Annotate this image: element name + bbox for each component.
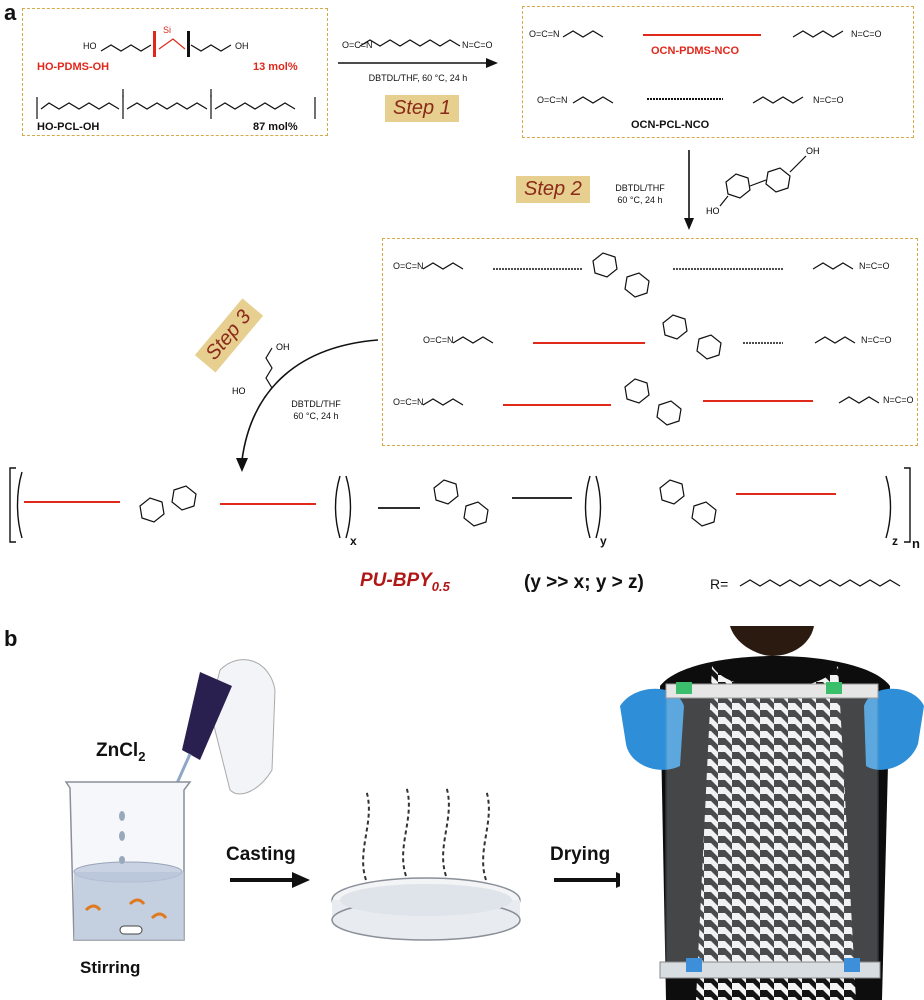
pcl-diol-label: HO-PCL-OH — [37, 121, 100, 133]
pdms-diol-label: HO-PDMS-OH — [37, 61, 110, 73]
polymer-relation: (y >> x; y > z) — [524, 572, 644, 593]
petri-dish-illustration — [331, 785, 521, 941]
sub-n: n — [912, 536, 920, 551]
film-photo — [620, 626, 924, 1000]
ocn-pcl-nco-label: OCN-PCL-NCO — [631, 119, 710, 131]
pu-bpy-polymer-structure — [9, 467, 911, 543]
reaction2-conditions-line1: DBTDL/THF — [615, 183, 665, 193]
reaction1-conditions: DBTDL/THF, 60 °C, 24 h — [368, 73, 468, 83]
panel-a-letter: a — [4, 0, 17, 25]
zncl2-main: ZnCl — [96, 740, 139, 761]
polymer-name-main: PU-BPY — [360, 570, 432, 591]
stirring-label: Stirring — [80, 958, 141, 977]
r-definition-label: R= — [710, 576, 729, 592]
si-label: Si — [163, 25, 172, 35]
step2-label: Step 2 — [516, 176, 590, 203]
bpy-prepolymers-box: O=C=N N=C=O O=C=N N=C=O O=C=N N=C=O — [382, 238, 918, 446]
svg-text:OH: OH — [276, 342, 290, 352]
reaction3-arrow — [236, 339, 379, 472]
reaction3-conditions-line2: 60 °C, 24 h — [293, 411, 339, 421]
panel-b-letter: b — [4, 626, 18, 651]
reactants-structures — [36, 31, 316, 119]
prepolymers-box: O=C=N N=C=O O=C=N N=C=O OCN-PDMS-NCO OCN… — [522, 6, 914, 138]
svg-text:OH: OH — [806, 146, 820, 156]
svg-text:HO: HO — [232, 386, 246, 396]
reaction1-arrow — [338, 58, 498, 68]
zncl2-label: ZnCl2 — [96, 740, 145, 764]
reactants-box: HO OH Si HO-PDMS-OH 13 mol% HO-PCL-OH 87… — [22, 8, 328, 136]
polymer-name-sub: 0.5 — [431, 578, 450, 594]
reaction2-conditions-line2: 60 °C, 24 h — [617, 195, 663, 205]
reaction1-reagent: O=C=N N=C=O — [342, 39, 493, 50]
bipyridine-diol-structure: OH HO — [706, 146, 820, 216]
zncl2-sub: 2 — [138, 748, 146, 764]
casting-label: Casting — [226, 844, 296, 865]
pipette-hand-illustration — [164, 659, 276, 809]
step1-label: Step 1 — [385, 95, 459, 122]
casting-arrow — [230, 872, 310, 888]
drying-label: Drying — [550, 844, 611, 865]
svg-text:HO: HO — [706, 206, 720, 216]
sub-z: z — [892, 534, 898, 548]
ocn-pdms-nco-label: OCN-PDMS-NCO — [651, 45, 739, 57]
butanediol-structure: OH HO — [232, 342, 290, 396]
pcl-mol-label: 87 mol% — [253, 121, 298, 133]
r-group-structure — [739, 579, 901, 587]
reaction3-conditions-line1: DBTDL/THF — [291, 399, 341, 409]
polymer-name: PU-BPY0.5 — [360, 570, 450, 594]
sub-y: y — [600, 534, 607, 548]
sub-x: x — [350, 534, 357, 548]
pdms-mol-label: 13 mol% — [253, 61, 298, 73]
beaker-illustration — [64, 781, 192, 941]
reaction2-arrow — [684, 150, 694, 230]
